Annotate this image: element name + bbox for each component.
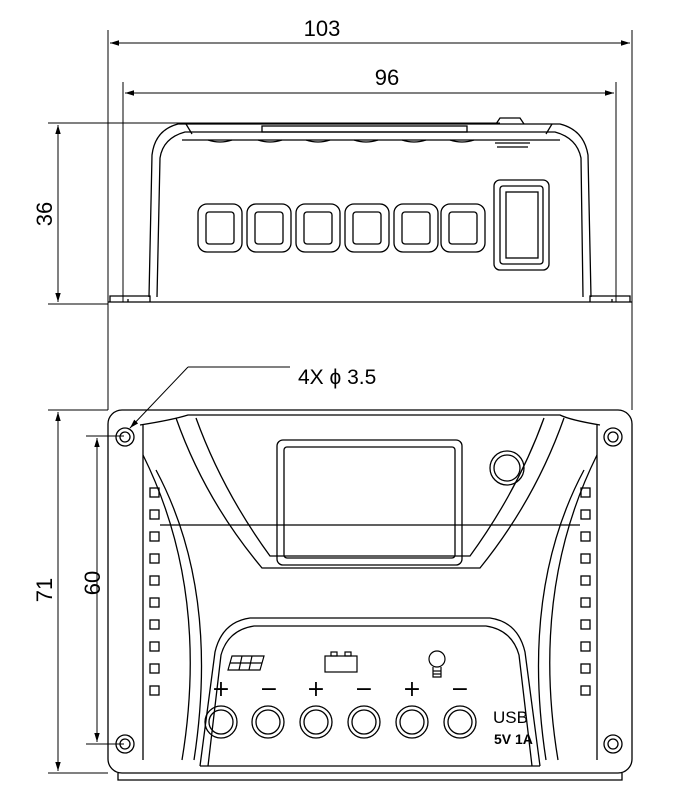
solar-plus-label: + <box>212 677 230 702</box>
load-plus-label: + <box>403 677 421 702</box>
light-bulb-icon <box>428 650 446 678</box>
top-view <box>107 409 633 781</box>
dim-overall-length: 71 <box>32 578 57 602</box>
left-rail-ridges <box>149 487 160 696</box>
terminal-screws <box>204 705 477 739</box>
load-minus-label: − <box>451 677 469 702</box>
dim-overall-width: 103 <box>304 16 341 41</box>
dimension-71 <box>48 409 108 774</box>
battery-icon <box>324 651 358 673</box>
solar-panel-icon <box>227 655 265 671</box>
dimension-96 <box>122 82 617 302</box>
hole-leader <box>129 366 290 429</box>
side-view <box>108 117 632 303</box>
mounting-hole-note: 4X ϕ 3.5 <box>298 366 376 389</box>
dim-body-width: 96 <box>375 65 399 90</box>
dimension-60 <box>86 435 124 745</box>
dimension-103 <box>107 30 633 410</box>
right-rail-ridges <box>580 487 591 696</box>
battery-plus-label: + <box>307 677 325 702</box>
usb-rating: 5V 1A <box>494 731 533 747</box>
dimension-36 <box>48 122 500 305</box>
mounting-holes <box>115 427 623 754</box>
battery-minus-label: − <box>355 677 373 702</box>
dim-height: 36 <box>32 202 57 226</box>
solar-minus-label: − <box>260 677 278 702</box>
dim-hole-spacing: 60 <box>80 571 105 595</box>
usb-label: USB <box>493 708 528 727</box>
